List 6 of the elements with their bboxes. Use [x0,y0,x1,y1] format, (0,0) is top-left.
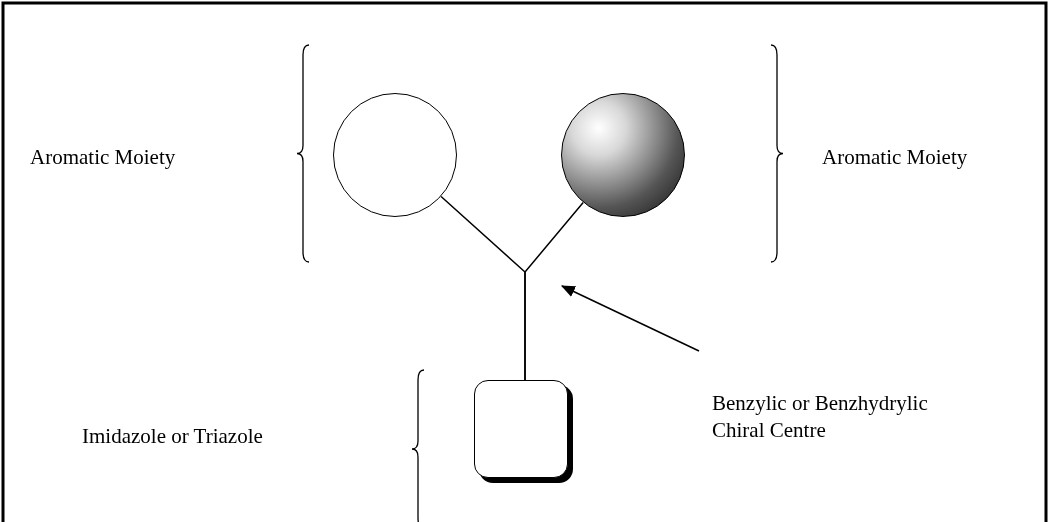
annotation-text: Benzylic or Benzhydrylic Chiral Centre [698,350,970,472]
part-label: Aromatic Moiety [822,145,968,170]
leader-arrow [560,285,700,352]
part-label: Imidazole or Triazole [82,424,263,449]
connector-line [524,201,584,381]
part-label: Aromatic Moiety [30,145,176,170]
